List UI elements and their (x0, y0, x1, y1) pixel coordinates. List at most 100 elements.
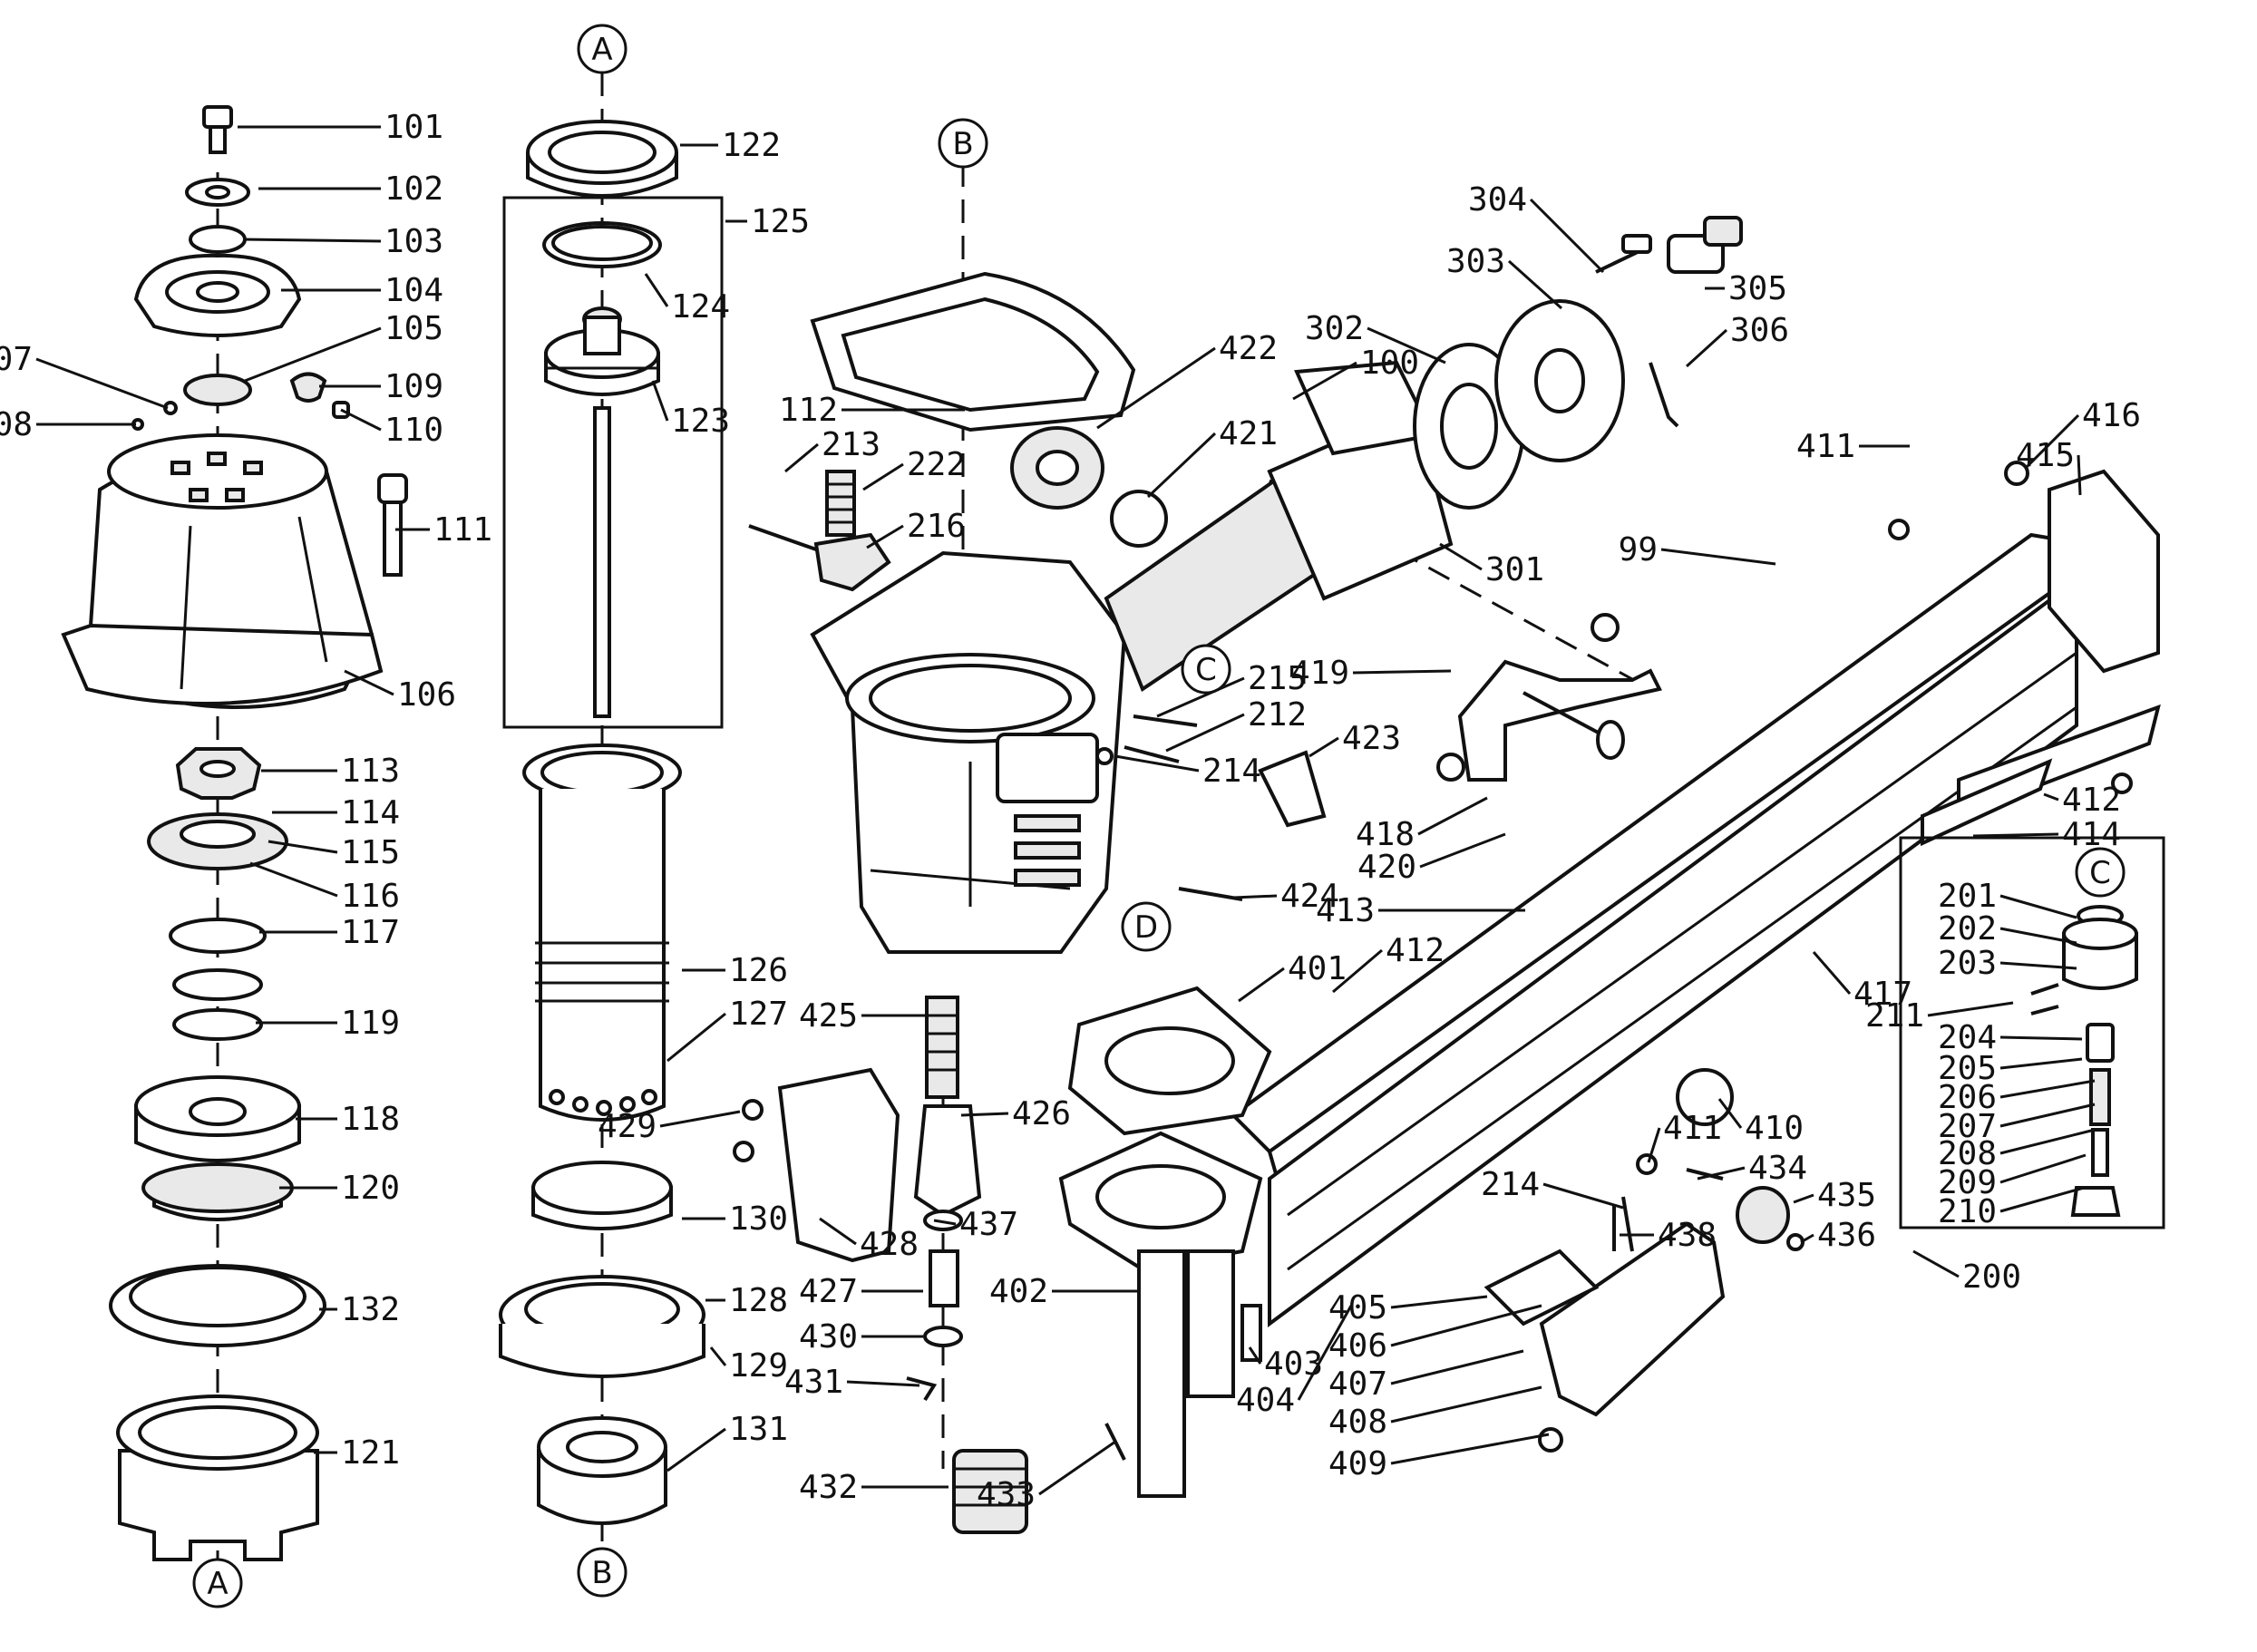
callout-411: 411 (1796, 428, 1910, 465)
bumper-128-129 (499, 1275, 705, 1378)
cap-104 (133, 253, 302, 337)
callout-208: 208 (1938, 1128, 2096, 1172)
leader-line-210 (1999, 1186, 2085, 1213)
leader-line-116 (249, 861, 338, 898)
part-number-132: 132 (341, 1291, 400, 1328)
leader-line-107 (35, 357, 169, 410)
callout-107: 107 (0, 341, 169, 410)
pin-213 (748, 524, 817, 551)
callout-126: 126 (682, 952, 788, 989)
screw-101 (202, 105, 233, 154)
part-number-435: 435 (1817, 1177, 1876, 1214)
washer-102-hole (205, 185, 230, 199)
callout-115: 115 (268, 834, 400, 871)
leader-line-408 (1390, 1385, 1542, 1424)
spring-206-207 (2089, 1068, 2111, 1126)
leader-line-412 (2043, 792, 2059, 802)
part-number-421: 421 (1219, 415, 1278, 452)
pin-424 (1178, 887, 1243, 901)
callout-303: 303 (1446, 243, 1563, 310)
callout-131: 131 (666, 1411, 788, 1472)
part-number-402: 402 (989, 1273, 1048, 1310)
part-number-303: 303 (1446, 243, 1505, 280)
callout-117: 117 (259, 914, 400, 951)
bracket-423 (1258, 750, 1327, 828)
part-number-207: 207 (1938, 1108, 1997, 1145)
nut-419b (1436, 753, 1465, 782)
leader-line-203 (1999, 961, 2077, 970)
strip-414 (1921, 758, 2053, 847)
part-number-101: 101 (384, 109, 443, 146)
latch-407-408 (1484, 1221, 1726, 1417)
part-number-411: 411 (1796, 428, 1855, 465)
leader-line-409 (1390, 1433, 1550, 1465)
part-number-427: 427 (799, 1273, 858, 1310)
part-number-120: 120 (341, 1170, 400, 1207)
callout-305: 305 (1705, 270, 1787, 307)
kit-box-200 (1899, 836, 2165, 1229)
leader-line-301 (1439, 542, 1483, 571)
leader-line-304 (1529, 198, 1605, 274)
leader-line-214 (1542, 1182, 1624, 1210)
part-number-209: 209 (1938, 1164, 1997, 1201)
ref-d: D (1121, 901, 1172, 952)
guide-428 (777, 1067, 900, 1263)
depth-adjust-432 (952, 1449, 1028, 1534)
callout-106: 106 (344, 669, 456, 714)
callout-409: 409 (1328, 1433, 1550, 1482)
callout-129: 129 (709, 1346, 788, 1385)
leader-line-123 (651, 380, 669, 422)
part-number-216: 216 (907, 508, 966, 545)
leader-line-131 (666, 1427, 726, 1472)
part-number-434: 434 (1748, 1150, 1807, 1187)
callout-415: 415 (2016, 437, 2082, 496)
part-number-203: 203 (1938, 945, 1997, 982)
ref-a-bottom-text: A (207, 1566, 228, 1602)
callout-413: 413 (1316, 892, 1525, 929)
stem-204-205 (2086, 1023, 2115, 1063)
ref-a-top-text: A (591, 32, 612, 68)
brand-line-2: CABLE (1017, 772, 1089, 794)
callout-209: 209 (1938, 1153, 2087, 1201)
leader-line-99 (1660, 548, 1776, 566)
ref-b-bottom: B (577, 1547, 627, 1598)
callout-304: 304 (1468, 181, 1605, 274)
leader-line-302 (1367, 326, 1446, 364)
callout-414: 414 (1972, 816, 2121, 853)
leader-line-201 (1999, 894, 2077, 919)
leader-line-412 (1332, 948, 1383, 994)
callout-103: 103 (242, 223, 443, 260)
callout-429: 429 (598, 1108, 741, 1145)
brand-line-1: PORTER (1007, 744, 1095, 767)
part-number-119: 119 (341, 1005, 400, 1042)
callout-204: 204 (1938, 1019, 2083, 1056)
ring-410 (1676, 1068, 1734, 1126)
part-number-415: 415 (2016, 437, 2075, 474)
part-number-103: 103 (384, 223, 443, 260)
valve-201-203 (2062, 905, 2138, 990)
part-number-labels: 1011021031041051071091081101111061131141… (0, 109, 2141, 1513)
part-number-422: 422 (1219, 330, 1278, 367)
leader-line-303 (1507, 259, 1563, 310)
part-number-431: 431 (784, 1364, 843, 1401)
callout-203: 203 (1938, 945, 2077, 982)
leader-line-416 (2024, 413, 2080, 470)
part-number-99: 99 (1619, 531, 1658, 568)
leader-line-204 (1999, 1035, 2083, 1041)
part-number-418: 418 (1356, 816, 1415, 853)
part-number-117: 117 (341, 914, 400, 951)
part-number-406: 406 (1328, 1327, 1387, 1365)
ring-122 (526, 120, 678, 198)
callout-412: 412 (2043, 782, 2121, 819)
pin-214b (1621, 1196, 1634, 1252)
leader-line-423 (1308, 736, 1339, 758)
leader-line-410 (1717, 1098, 1743, 1129)
callout-434: 434 (1697, 1150, 1807, 1187)
leader-line-429 (659, 1110, 741, 1128)
callout-424: 424 (1232, 878, 1339, 915)
leader-line-431 (846, 1380, 920, 1387)
part-number-112: 112 (779, 392, 838, 429)
ref-a-top: A (577, 24, 627, 74)
part-number-125: 125 (751, 203, 810, 240)
leader-line-421 (1146, 432, 1217, 499)
